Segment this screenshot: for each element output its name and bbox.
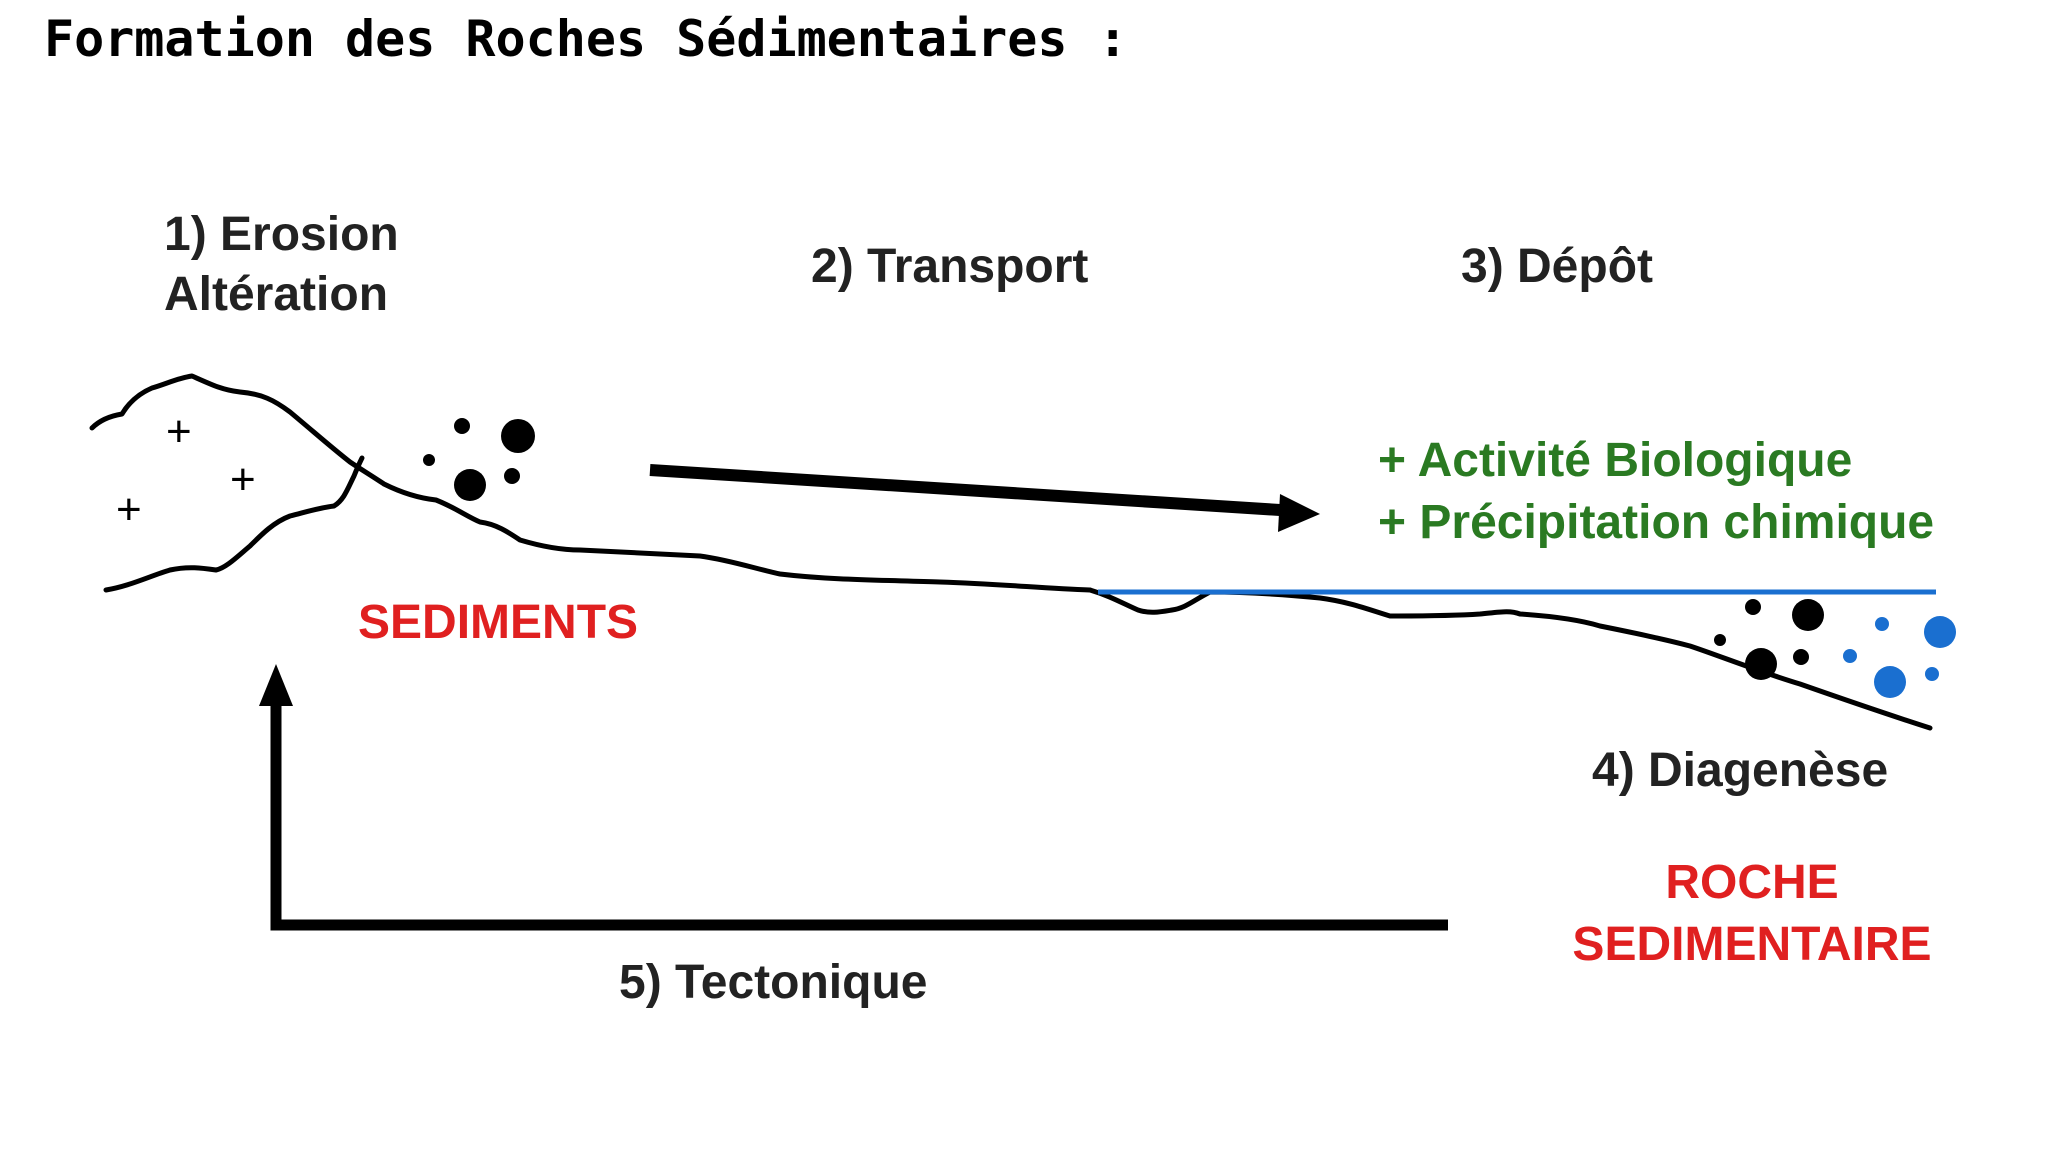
- deposit-particle: [1714, 634, 1726, 646]
- rock-plus-symbol: +: [116, 485, 142, 534]
- sediment-particle: [454, 418, 470, 434]
- deposit-particle: [1793, 649, 1809, 665]
- sediments-label: SEDIMENTS: [358, 596, 638, 649]
- mountain-base-outline: [103, 455, 365, 593]
- transport-arrow-head: [1278, 494, 1320, 532]
- transport-arrow-shaft: [649, 464, 1281, 516]
- roche-label-line2: SEDIMENTAIRE: [1572, 918, 1931, 971]
- step-diagenese-label: 4) Diagenèse: [1592, 744, 1888, 797]
- step-depot-label: 3) Dépôt: [1461, 240, 1653, 293]
- step-alteration-label: Altération: [164, 268, 388, 321]
- rock-plus-symbol: +: [230, 455, 256, 504]
- tectonique-arrow-head: [259, 664, 293, 706]
- deposit-particle: [1745, 599, 1761, 615]
- precipitate-particle: [1924, 616, 1956, 648]
- deposit-particle: [1745, 648, 1777, 680]
- precipitate-particle: [1925, 667, 1939, 681]
- tectonique-arrow-shaft: [270, 698, 1448, 931]
- rock-plus-symbol: +: [166, 407, 192, 456]
- precipitate-particle: [1875, 617, 1889, 631]
- deposit-particle: [1792, 599, 1824, 631]
- step-erosion-label: 1) Erosion: [164, 208, 399, 261]
- step-transport-label: 2) Transport: [811, 240, 1088, 293]
- process-chimique-label: + Précipitation chimique: [1378, 496, 1934, 549]
- sediment-particle: [454, 469, 486, 501]
- step-tectonique-label: 5) Tectonique: [619, 956, 927, 1009]
- seafloor-outline: [1087, 587, 1933, 731]
- sediment-particle: [501, 419, 535, 453]
- page-title: Formation des Roches Sédimentaires :: [44, 10, 1128, 68]
- mountain-outline: [89, 373, 1093, 593]
- process-biologique-label: + Activité Biologique: [1378, 434, 1852, 487]
- precipitate-particle: [1874, 666, 1906, 698]
- sediment-particle: [504, 468, 520, 484]
- roche-label-line1: ROCHE: [1665, 856, 1838, 909]
- precipitate-particle: [1843, 649, 1857, 663]
- sediment-particle: [423, 454, 435, 466]
